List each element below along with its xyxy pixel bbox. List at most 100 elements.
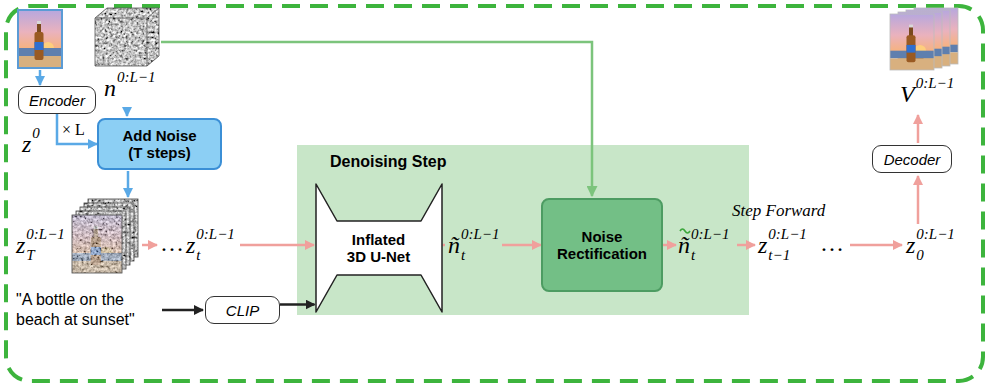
flow-arrow bbox=[57, 114, 97, 144]
math-label: z0 bbox=[22, 126, 40, 162]
noise-cube bbox=[95, 8, 159, 66]
script-stack: 0:L−1 t−1 bbox=[768, 227, 806, 263]
superscript: 0:L−1 bbox=[26, 227, 64, 242]
denoising-region-fill bbox=[297, 145, 749, 315]
superscript: 0:L−1 bbox=[768, 227, 806, 242]
video-frame bbox=[890, 14, 934, 70]
noise-rectification-box: Noise Rectification bbox=[541, 198, 663, 292]
math-symbol: z bbox=[22, 132, 31, 156]
arrow bbox=[162, 309, 203, 312]
cube-edges bbox=[95, 8, 159, 66]
region-title: Denoising Step bbox=[330, 153, 446, 171]
math-symbol: z bbox=[906, 233, 915, 257]
image-border bbox=[18, 10, 62, 68]
math-label: z0:L−1 t−1 bbox=[758, 227, 807, 263]
denoising-step-region: Denoising StepInflated 3D U-Net Noise Rec… bbox=[297, 145, 749, 315]
script-stack: 0:L−1 t bbox=[196, 227, 234, 263]
frame-outline bbox=[72, 215, 122, 273]
math-symbol: ñ bbox=[678, 233, 690, 257]
superscript: 0:L−1 bbox=[196, 227, 234, 242]
arrow bbox=[850, 244, 902, 247]
arrow bbox=[240, 244, 314, 247]
flow-arrow bbox=[280, 303, 315, 306]
math-label: z0:L−1 0 bbox=[906, 227, 955, 263]
script-stack: 0:L−1 0 bbox=[916, 227, 954, 263]
latent-frame bbox=[72, 215, 122, 273]
arrow bbox=[39, 70, 42, 85]
math-label: n0:L−1 bbox=[104, 70, 155, 106]
unet-block: Inflated 3D U-Net bbox=[315, 183, 443, 313]
box-label: Decoder bbox=[884, 151, 941, 168]
arrow bbox=[662, 244, 676, 247]
ellipsis: … bbox=[820, 230, 844, 256]
script-stack: 0:L−1 bbox=[916, 76, 954, 112]
step-label: Step Forward bbox=[732, 201, 825, 220]
math-symbol: z bbox=[16, 233, 25, 257]
superscript: 0 bbox=[32, 126, 40, 141]
faint-beach bbox=[72, 215, 122, 273]
box-label: Add Noise (T steps) bbox=[118, 127, 202, 162]
output-video-frames bbox=[890, 8, 958, 70]
math-label: ñ0:L−1 t bbox=[678, 227, 729, 263]
ellipsis: … bbox=[160, 230, 184, 256]
arrow bbox=[737, 244, 755, 247]
script-stack: 0:L−1 t bbox=[461, 227, 499, 263]
text-label: "A bottle on the beach at sunset" bbox=[16, 290, 166, 330]
arrow bbox=[126, 108, 129, 116]
math-symbol: z bbox=[758, 233, 767, 257]
math-symbol: n bbox=[104, 76, 116, 100]
flow-arrows bbox=[40, 42, 918, 310]
superscript: 0:L−1 bbox=[916, 76, 954, 91]
superscript: 0:L−1 bbox=[461, 227, 499, 242]
script-stack: 0:L−1 t bbox=[691, 227, 729, 263]
subscript: t bbox=[691, 248, 729, 263]
superscript: 0:L−1 bbox=[117, 70, 155, 85]
beach-picture bbox=[18, 10, 62, 68]
box-label: Encoder bbox=[29, 92, 85, 109]
script-stack: 0:L−1T bbox=[26, 227, 64, 263]
math-symbol: V bbox=[900, 82, 915, 106]
script-stack: 0:L−1 bbox=[117, 70, 155, 106]
cube-front bbox=[95, 18, 147, 66]
math-symbol: ñ bbox=[448, 233, 460, 257]
arrow bbox=[142, 244, 157, 247]
text-label: Step Forward bbox=[732, 201, 825, 221]
subscript: t−1 bbox=[768, 248, 806, 263]
arrow bbox=[917, 176, 920, 224]
dashed-frame bbox=[6, 6, 983, 381]
hourglass-shape bbox=[316, 184, 442, 312]
superscript: 0:L−1 bbox=[916, 227, 954, 242]
math-symbol: z bbox=[186, 233, 195, 257]
math-label: z0:L−1T bbox=[16, 227, 65, 263]
text-prompt: "A bottle on the beach at sunset" bbox=[16, 290, 166, 330]
input-image bbox=[18, 10, 62, 68]
box-label: CLIP bbox=[226, 302, 259, 319]
add-noise-box: Add Noise (T steps) bbox=[97, 118, 222, 170]
box-label: Noise Rectification bbox=[550, 228, 654, 263]
superscript: 0:L−1 bbox=[691, 227, 729, 242]
clip-encoder-box: CLIP bbox=[205, 296, 280, 324]
math-label: z0:L−1 t bbox=[186, 227, 235, 263]
decoder-box: Decoder bbox=[872, 145, 952, 173]
arrow bbox=[917, 115, 920, 143]
subscript: t bbox=[196, 248, 234, 263]
subscript: T bbox=[26, 248, 64, 263]
text-label: … bbox=[820, 231, 844, 255]
script-stack: 0 bbox=[32, 126, 40, 162]
noise-feed-line bbox=[161, 42, 592, 196]
multiplier-label: × L bbox=[62, 121, 85, 138]
text-label: × L bbox=[62, 121, 85, 139]
math-label: ñ0:L−1 t bbox=[445, 227, 502, 263]
arrow bbox=[127, 171, 130, 197]
encoder-box: Encoder bbox=[18, 86, 96, 114]
noisy-latent-stack bbox=[72, 199, 138, 273]
frame-outline bbox=[890, 14, 934, 70]
box-label: Inflated 3D U-Net bbox=[344, 231, 414, 266]
subscript: t bbox=[461, 248, 499, 263]
math-label: V0:L−1 bbox=[900, 76, 954, 112]
subscript: 0 bbox=[916, 248, 954, 263]
text-label: … bbox=[160, 231, 184, 255]
